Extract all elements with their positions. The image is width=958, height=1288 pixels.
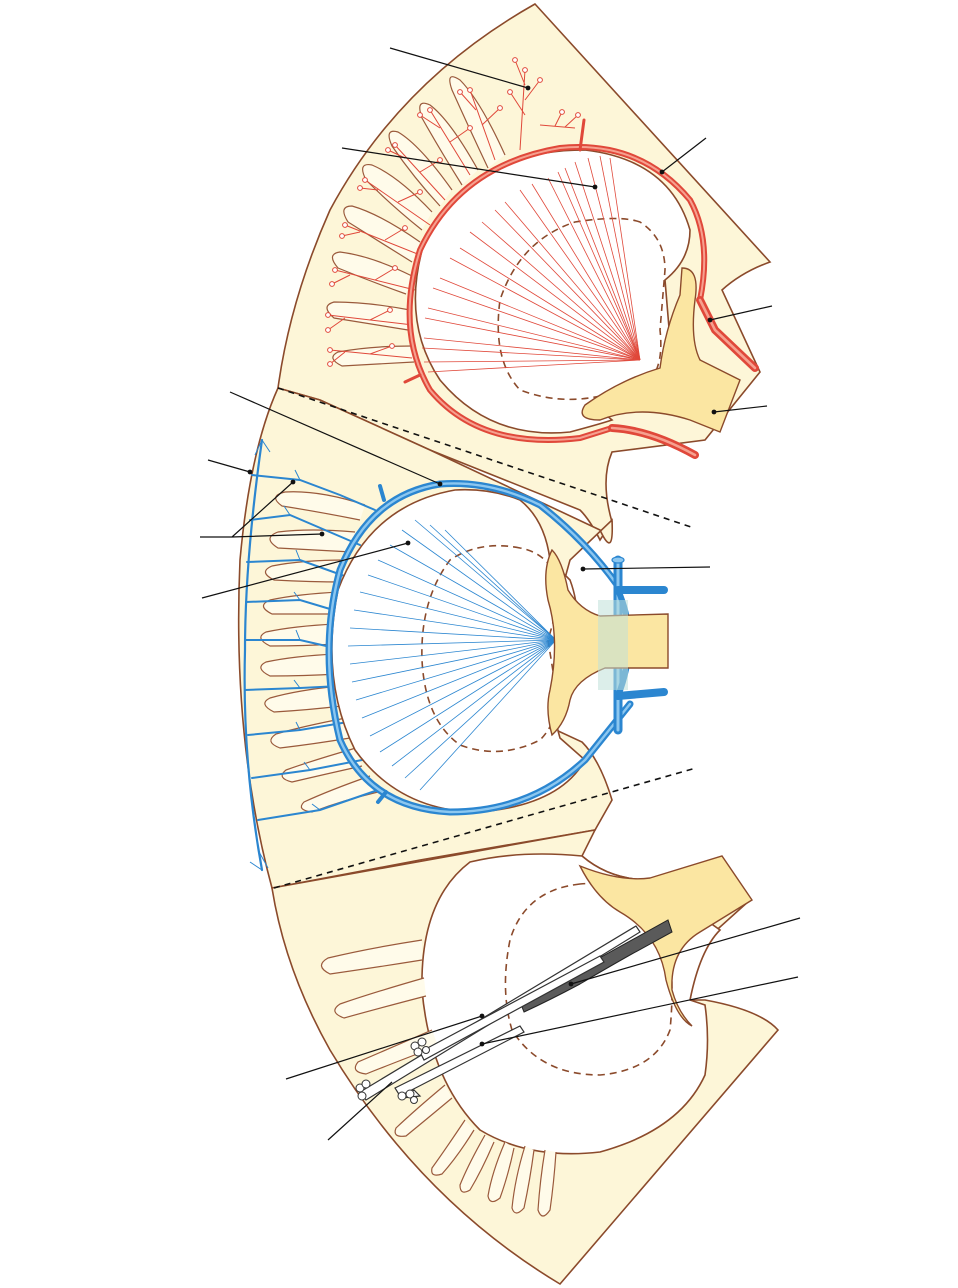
leader-12 <box>479 976 799 1047</box>
section-divider-lower <box>273 767 697 889</box>
leader-8 <box>200 479 325 538</box>
leader-10 <box>580 566 711 572</box>
interlobular-veins <box>243 438 379 872</box>
leader-7 <box>207 459 253 475</box>
medulla-top <box>497 217 666 401</box>
leader-2 <box>341 147 598 190</box>
interlobular-arteries <box>325 57 581 367</box>
nephron-section <box>320 853 753 1217</box>
leader-3 <box>659 137 707 175</box>
vasa-recta-arterial <box>421 155 641 373</box>
leader-lines <box>200 47 801 1141</box>
vasa-recta-venous <box>347 519 557 791</box>
leader-9 <box>201 540 411 599</box>
renal-sinus-fat-bottom <box>578 855 753 1027</box>
section-divider-upper <box>277 387 695 529</box>
nephrons <box>355 919 673 1104</box>
leader-4 <box>707 305 773 323</box>
leader-1 <box>389 47 531 91</box>
cortical-lobules-bottom <box>320 939 557 1217</box>
leader-14 <box>327 1081 393 1141</box>
leader-11 <box>568 917 801 987</box>
leader-13 <box>285 1013 485 1080</box>
leader-6 <box>229 391 443 487</box>
renal-sinus-fat-top <box>581 267 741 433</box>
venous-section <box>243 438 669 872</box>
glomerulus-tufts <box>355 1037 430 1104</box>
arterial-section <box>325 57 759 459</box>
leader-5 <box>711 405 768 415</box>
